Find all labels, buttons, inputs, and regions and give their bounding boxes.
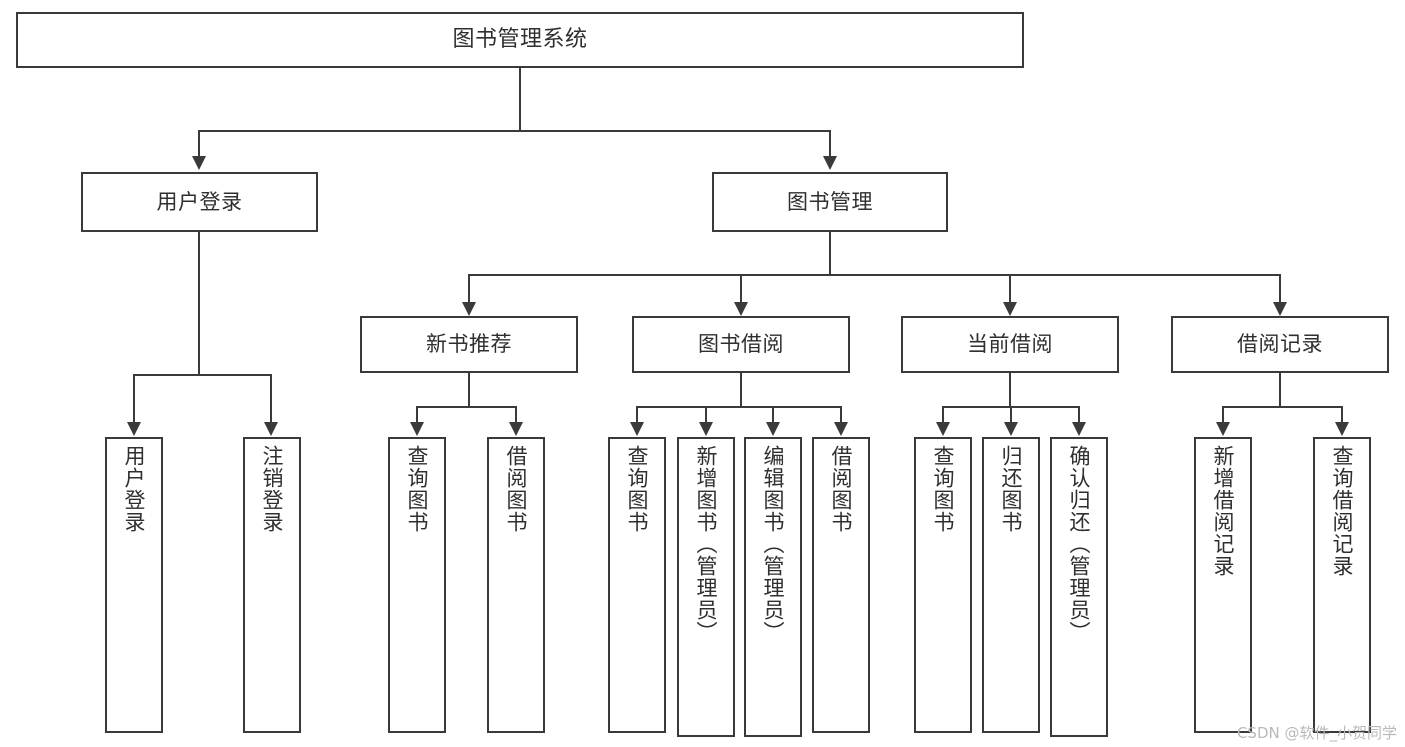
connector-user-login-branch-2 [270,374,272,423]
arrow-head-icon [630,422,644,436]
arrow-head-icon [192,156,206,170]
node-label: 借阅图书 [504,445,529,533]
arrow-head-icon [936,422,950,436]
connector-book-mgmt-stem [829,232,831,274]
node-book-management[interactable]: 图书管理 [712,172,948,232]
connector-current-borrow-stem [1009,373,1011,406]
leaf-add-book-admin[interactable]: 新增图书（管理员） [677,437,735,737]
connector-borrow-record-bus [1222,406,1342,408]
connector-book-mgmt-bus [468,274,1280,276]
connector-book-mgmt-branch-3 [1009,274,1011,303]
node-label: 归还图书 [999,445,1024,533]
node-label: 注销登录 [260,445,285,533]
leaf-query-book-current[interactable]: 查询图书 [914,437,972,733]
connector-user-login-branch-1 [133,374,135,423]
connector-book-borrow-bus [636,406,842,408]
leaf-query-borrow-record[interactable]: 查询借阅记录 [1313,437,1371,733]
leaf-return-book[interactable]: 归还图书 [982,437,1040,733]
node-label: 当前借阅 [967,332,1053,357]
connector-user-login-stem [198,232,200,374]
connector-borrow-record-branch-1 [1222,406,1224,423]
arrow-head-icon [127,422,141,436]
node-label: 用户登录 [122,445,147,533]
connector-book-borrow-branch-1 [636,406,638,423]
leaf-confirm-return-admin[interactable]: 确认归还（管理员） [1050,437,1108,737]
leaf-add-borrow-record[interactable]: 新增借阅记录 [1194,437,1252,733]
leaf-borrow-book[interactable]: 借阅图书 [812,437,870,733]
arrow-head-icon [766,422,780,436]
connector-borrow-record-stem [1279,373,1281,406]
connector-book-borrow-branch-4 [840,406,842,423]
node-label: 查询图书 [931,445,956,533]
arrow-head-icon [410,422,424,436]
arrow-head-icon [1072,422,1086,436]
connector-user-login-bus [133,374,271,376]
arrow-head-icon [699,422,713,436]
arrow-head-icon [734,302,748,316]
connector-current-borrow-branch-3 [1078,406,1080,423]
connector-book-borrow-branch-3 [772,406,774,423]
node-root-system[interactable]: 图书管理系统 [16,12,1024,68]
connector-root-to-user-login [198,130,200,157]
node-label: 查询图书 [625,445,650,533]
node-label: 用户登录 [156,189,243,214]
node-label: 借阅记录 [1237,332,1323,357]
connector-current-borrow-branch-2 [1010,406,1012,423]
node-label: 图书借阅 [698,332,784,357]
connector-new-book-stem [468,373,470,406]
connector-new-book-branch-2 [515,406,517,423]
node-label: 新增借阅记录 [1211,445,1236,577]
connector-book-borrow-branch-2 [705,406,707,423]
node-label: 图书管理 [787,189,873,214]
connector-borrow-record-branch-2 [1341,406,1343,423]
arrow-head-icon [462,302,476,316]
node-user-login[interactable]: 用户登录 [81,172,318,232]
node-label: 新书推荐 [426,332,512,357]
node-label: 编辑图书（管理员） [761,445,786,643]
leaf-query-book-borrow[interactable]: 查询图书 [608,437,666,733]
connector-root-to-book-mgmt [829,130,831,157]
leaf-borrow-book-recommend[interactable]: 借阅图书 [487,437,545,733]
node-label: 查询图书 [405,445,430,533]
arrow-head-icon [509,422,523,436]
node-current-borrow[interactable]: 当前借阅 [901,316,1119,373]
leaf-user-login[interactable]: 用户登录 [105,437,163,733]
arrow-head-icon [1273,302,1287,316]
connector-root-bus [198,130,830,132]
arrow-head-icon [834,422,848,436]
connector-current-borrow-branch-1 [942,406,944,423]
node-new-book-recommend[interactable]: 新书推荐 [360,316,578,373]
csdn-watermark: CSDN @软件_小贺同学 [1236,724,1397,742]
connector-book-borrow-stem [740,373,742,406]
arrow-head-icon [823,156,837,170]
connector-root-stem [519,68,521,130]
arrow-head-icon [1216,422,1230,436]
leaf-query-book-recommend[interactable]: 查询图书 [388,437,446,733]
node-label: 确认归还（管理员） [1067,445,1092,643]
leaf-edit-book-admin[interactable]: 编辑图书（管理员） [744,437,802,737]
node-label: 查询借阅记录 [1330,445,1355,577]
connector-book-mgmt-branch-2 [740,274,742,303]
connector-book-mgmt-branch-1 [468,274,470,303]
arrow-head-icon [264,422,278,436]
arrow-head-icon [1003,302,1017,316]
node-borrow-record[interactable]: 借阅记录 [1171,316,1389,373]
connector-new-book-bus [416,406,516,408]
arrow-head-icon [1004,422,1018,436]
node-label: 图书管理系统 [452,27,588,53]
connector-book-mgmt-branch-4 [1279,274,1281,303]
node-label: 新增图书（管理员） [694,445,719,643]
arrow-head-icon [1335,422,1349,436]
node-label: 借阅图书 [829,445,854,533]
connector-new-book-branch-1 [416,406,418,423]
node-book-borrow[interactable]: 图书借阅 [632,316,850,373]
leaf-logout[interactable]: 注销登录 [243,437,301,733]
